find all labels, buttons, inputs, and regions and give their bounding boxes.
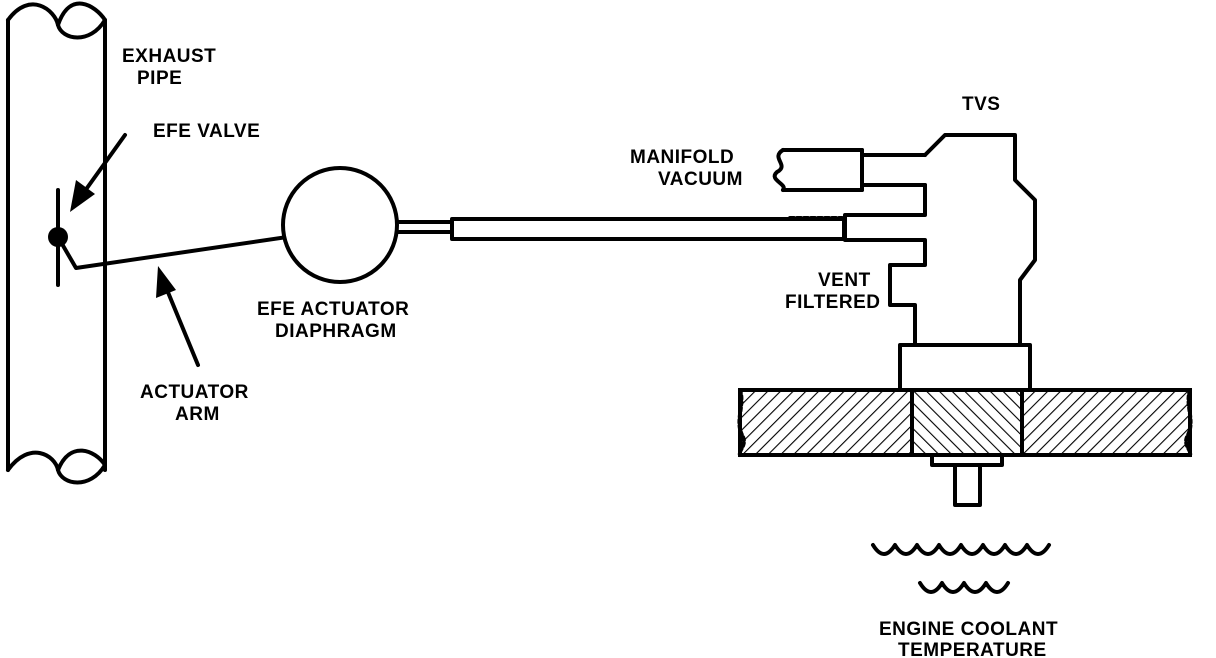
actuator-arm-arrow <box>156 266 200 367</box>
exhaust-pipe-bottom-break <box>6 448 107 485</box>
exhaust-pipe <box>6 1 107 485</box>
label-efe-actuator-line2: DIAPHRAGM <box>275 321 397 342</box>
label-tvs: TVS <box>962 94 1000 115</box>
label-exhaust-pipe-line2: PIPE <box>137 68 182 89</box>
manifold-vacuum-pipe <box>772 148 927 192</box>
actuator-arm <box>56 228 337 270</box>
coolant-waves-icon <box>871 543 1051 594</box>
label-vent-filtered-line1: VENT <box>818 270 871 291</box>
label-vent-filtered-line2: FILTERED <box>785 292 880 313</box>
label-efe-actuator-line1: EFE ACTUATOR <box>257 299 409 320</box>
label-actuator-arm-line1: ACTUATOR <box>140 382 249 403</box>
label-manifold-vacuum-line1: MANIFOLD <box>630 147 734 168</box>
label-engine-coolant-line2: TEMPERATURE <box>898 640 1047 658</box>
label-exhaust-pipe-line1: EXHAUST <box>122 46 216 67</box>
vacuum-hose <box>450 217 846 241</box>
sensor-tip <box>930 453 1004 507</box>
efe-valve-arrow <box>70 133 127 212</box>
label-manifold-vacuum-line2: VACUUM <box>658 169 743 190</box>
label-efe-valve: EFE VALVE <box>153 121 260 142</box>
exhaust-pipe-top-break <box>6 1 107 40</box>
engine-block <box>737 388 1193 457</box>
label-engine-coolant-line1: ENGINE COOLANT <box>879 619 1058 640</box>
efe-actuator-diaphragm <box>281 166 399 284</box>
tvs-base <box>898 343 1032 392</box>
tvs-body <box>843 133 1037 347</box>
label-actuator-arm-line2: ARM <box>175 404 220 425</box>
